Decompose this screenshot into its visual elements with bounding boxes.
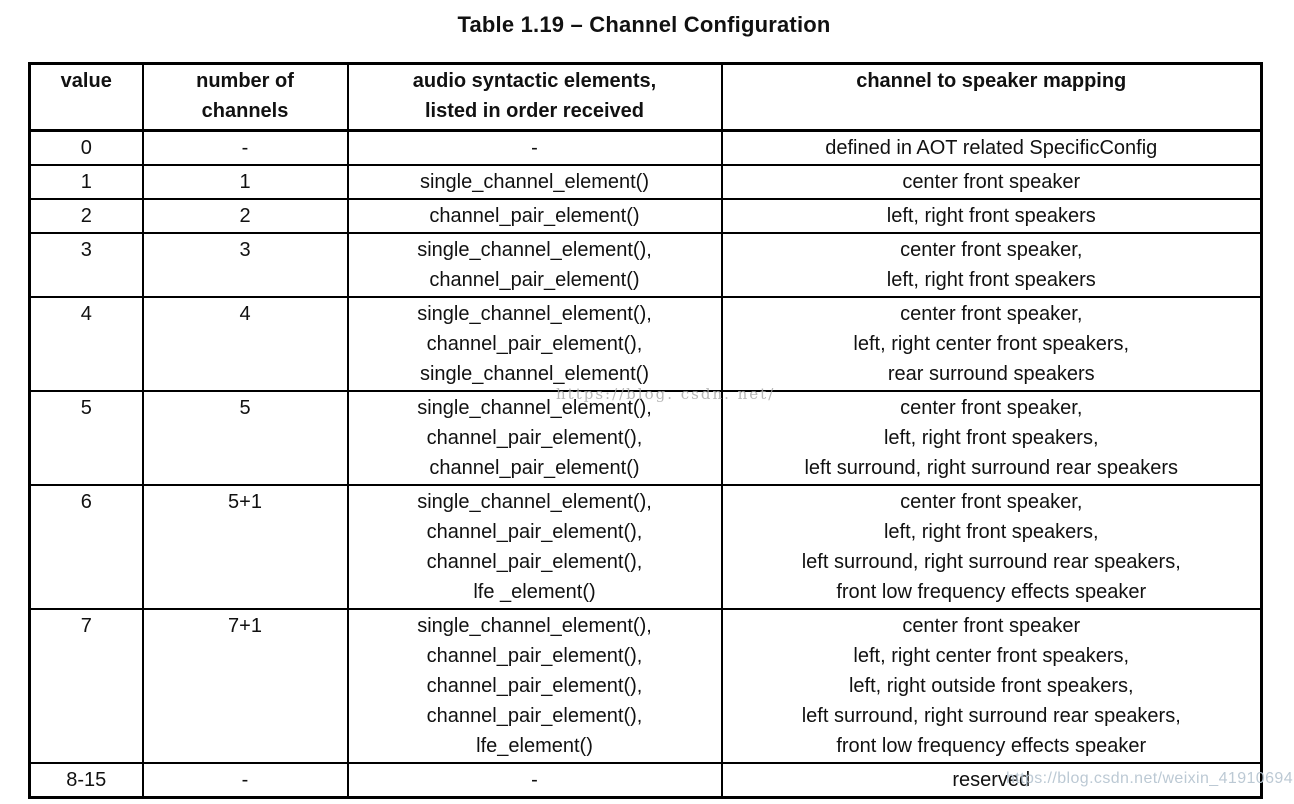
table-row: 1 1 single_channel_element() center fron… [28,164,1263,200]
cell-audio-syntactic-elements: single_channel_element() [346,164,723,200]
table-row: 3 3 single_channel_element(), channel_pa… [28,232,1263,298]
cell-channel-to-speaker-mapping: center front speaker [720,164,1263,200]
cell-number-of-channels: 5 [141,390,349,486]
cell-value: 8-15 [28,762,144,799]
table-row: 0 - - defined in AOT related SpecificCon… [28,129,1263,166]
cell-channel-to-speaker-mapping: left, right front speakers [720,198,1263,234]
cell-channel-to-speaker-mapping: center front speaker, left, right center… [720,296,1263,392]
cell-audio-syntactic-elements: - [346,762,723,799]
cell-audio-syntactic-elements: single_channel_element(), channel_pair_e… [346,232,723,298]
col-header-number-of-channels: number of channels [141,62,349,132]
cell-value: 7 [28,608,144,764]
cell-audio-syntactic-elements: - [346,129,723,166]
cell-value: 5 [28,390,144,486]
cell-channel-to-speaker-mapping: center front speaker, left, right front … [720,390,1263,486]
cell-channel-to-speaker-mapping: center front speaker, left, right front … [720,232,1263,298]
table-row: 5 5 single_channel_element(), channel_pa… [28,390,1263,486]
cell-value: 1 [28,164,144,200]
cell-audio-syntactic-elements: single_channel_element(), channel_pair_e… [346,608,723,764]
cell-number-of-channels: - [141,129,349,166]
table-row: 2 2 channel_pair_element() left, right f… [28,198,1263,234]
cell-audio-syntactic-elements: single_channel_element(), channel_pair_e… [346,390,723,486]
cell-number-of-channels: 1 [141,164,349,200]
cell-value: 4 [28,296,144,392]
cell-audio-syntactic-elements: channel_pair_element() [346,198,723,234]
col-header-value: value [28,62,144,132]
cell-value: 6 [28,484,144,610]
cell-audio-syntactic-elements: single_channel_element(), channel_pair_e… [346,484,723,610]
cell-channel-to-speaker-mapping: reserved [720,762,1263,799]
col-header-channel-to-speaker-mapping: channel to speaker mapping [720,62,1263,132]
cell-value: 2 [28,198,144,234]
table-row: 7 7+1 single_channel_element(), channel_… [28,608,1263,764]
cell-audio-syntactic-elements: single_channel_element(), channel_pair_e… [346,296,723,392]
cell-channel-to-speaker-mapping: center front speaker left, right center … [720,608,1263,764]
channel-configuration-table: value number of channels audio syntactic… [28,62,1263,799]
cell-number-of-channels: 5+1 [141,484,349,610]
table-row: 4 4 single_channel_element(), channel_pa… [28,296,1263,392]
cell-channel-to-speaker-mapping: center front speaker, left, right front … [720,484,1263,610]
col-header-audio-syntactic-elements: audio syntactic elements, listed in orde… [346,62,723,132]
cell-number-of-channels: 2 [141,198,349,234]
table-row: 8-15 - - reserved [28,762,1263,799]
table-title: Table 1.19 – Channel Configuration [457,12,831,37]
cell-channel-to-speaker-mapping: defined in AOT related SpecificConfig [720,129,1263,166]
cell-value: 0 [28,129,144,166]
cell-number-of-channels: - [141,762,349,799]
cell-number-of-channels: 4 [141,296,349,392]
table-header-row: value number of channels audio syntactic… [28,62,1263,132]
table-row: 6 5+1 single_channel_element(), channel_… [28,484,1263,610]
cell-value: 3 [28,232,144,298]
cell-number-of-channels: 3 [141,232,349,298]
cell-number-of-channels: 7+1 [141,608,349,764]
